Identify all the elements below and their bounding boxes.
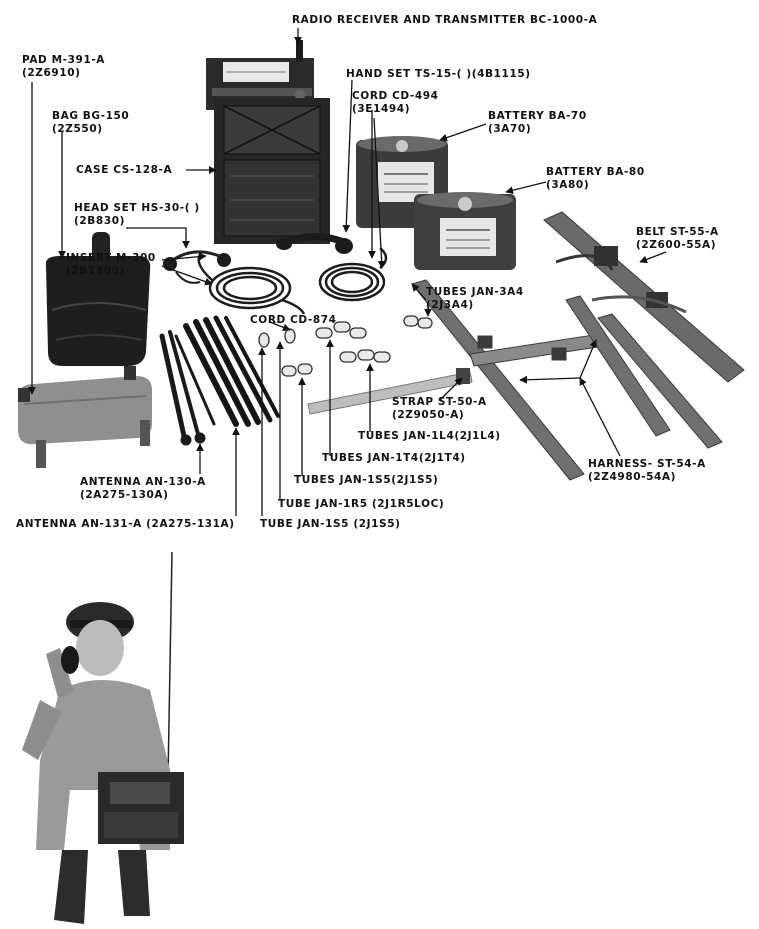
label-insert: INSERT M-300 (2B1300) (66, 252, 156, 278)
label-belt: BELT ST-55-A (2Z600-55A) (636, 226, 719, 252)
label-tubes1s5-text: TUBES JAN-1S5(2J1S5) (294, 474, 439, 486)
label-bag-name: BAG BG-150 (52, 110, 130, 122)
label-harness-code: (2Z4980-54A) (588, 471, 677, 483)
label-insert-name: INSERT M-300 (66, 252, 156, 264)
label-handset-text: HAND SET TS-15-( )(4B1115) (346, 68, 531, 80)
label-ba80-name: BATTERY BA-80 (546, 166, 645, 178)
label-bag-code: (2Z550) (52, 123, 103, 135)
label-strap: STRAP ST-50-A (2Z9050-A) (392, 396, 487, 422)
label-cord494-code: (3E1494) (352, 103, 411, 115)
cord-cd-874 (197, 251, 306, 315)
label-headset-code: (2B830) (74, 215, 126, 227)
label-harness-name: HARNESS- ST-54-A (588, 458, 706, 470)
case-cs-128-a (214, 98, 330, 244)
soldier-photo (22, 551, 184, 924)
label-radio: RADIO RECEIVER AND TRANSMITTER BC-1000-A (292, 14, 597, 27)
leader-lines (28, 28, 667, 516)
tubes-group (258, 315, 433, 377)
label-headset: HEAD SET HS-30-( ) (2B830) (74, 202, 200, 228)
label-tubes1l4: TUBES JAN-1L4(2J1L4) (358, 430, 501, 443)
label-case: CASE CS-128-A (76, 164, 172, 177)
label-ant131: ANTENNA AN-131-A (2A275-131A) (16, 518, 235, 531)
battery-ba-80 (414, 192, 516, 270)
label-bag: BAG BG-150 (2Z550) (52, 110, 129, 136)
belt-st-55-a (543, 211, 745, 383)
label-harness: HARNESS- ST-54-A (2Z4980-54A) (588, 458, 706, 484)
label-cord494-name: CORD CD-494 (352, 90, 439, 102)
label-tube1r5: TUBE JAN-1R5 (2J1R5LOC) (278, 498, 444, 511)
label-strap-code: (2Z9050-A) (392, 409, 465, 421)
label-pad-code: (2Z6910) (22, 67, 81, 79)
label-headset-name: HEAD SET HS-30-( ) (74, 202, 200, 214)
antenna-an-130-a (159, 330, 216, 446)
label-tubes1t4: TUBES JAN-1T4(2J1T4) (322, 452, 466, 465)
antenna-an-131-a (183, 315, 280, 427)
handset (276, 232, 353, 254)
label-tubes3a4-name: TUBES JAN-3A4 (426, 286, 524, 298)
pad-m-391-a (18, 366, 152, 468)
label-strap-name: STRAP ST-50-A (392, 396, 487, 408)
label-pad: PAD M-391-A (2Z6910) (22, 54, 105, 80)
label-ba80-code: (3A80) (546, 179, 590, 191)
label-insert-code: (2B1300) (66, 265, 125, 277)
label-tube1s5: TUBE JAN-1S5 (2J1S5) (260, 518, 401, 531)
label-ant130-code: (2A275-130A) (80, 489, 169, 501)
label-belt-code: (2Z600-55A) (636, 239, 717, 251)
label-tube1r5-text: TUBE JAN-1R5 (2J1R5LOC) (278, 498, 445, 510)
label-tubes1l4-text: TUBES JAN-1L4(2J1L4) (358, 430, 501, 442)
label-radio-text: RADIO RECEIVER AND TRANSMITTER BC-1000-A (292, 14, 598, 26)
label-handset: HAND SET TS-15-( )(4B1115) (346, 68, 531, 81)
label-ant130-name: ANTENNA AN-130-A (80, 476, 206, 488)
label-tubes1s5: TUBES JAN-1S5(2J1S5) (294, 474, 438, 487)
harness-st-54-a (411, 279, 723, 481)
label-tubes1t4-text: TUBES JAN-1T4(2J1T4) (322, 452, 466, 464)
label-ba70-code: (3A70) (488, 123, 532, 135)
bag-bg-150 (45, 232, 151, 366)
label-tubes3a4-code: (2J3A4) (426, 299, 474, 311)
label-pad-name: PAD M-391-A (22, 54, 106, 66)
label-tubes3a4: TUBES JAN-3A4 (2J3A4) (426, 286, 524, 312)
label-cord874: CORD CD-874 (250, 314, 337, 327)
label-ba70: BATTERY BA-70 (3A70) (488, 110, 587, 136)
label-ba80: BATTERY BA-80 (3A80) (546, 166, 645, 192)
label-tube1s5-text: TUBE JAN-1S5 (2J1S5) (260, 518, 401, 530)
label-cord874-text: CORD CD-874 (250, 314, 337, 326)
label-case-text: CASE CS-128-A (76, 164, 173, 176)
label-belt-name: BELT ST-55-A (636, 226, 719, 238)
label-ant130: ANTENNA AN-130-A (2A275-130A) (80, 476, 206, 502)
label-cord494: CORD CD-494 (3E1494) (352, 90, 439, 116)
cord-cd-494 (318, 247, 388, 302)
label-ant131-text: ANTENNA AN-131-A (2A275-131A) (16, 518, 235, 530)
label-ba70-name: BATTERY BA-70 (488, 110, 587, 122)
